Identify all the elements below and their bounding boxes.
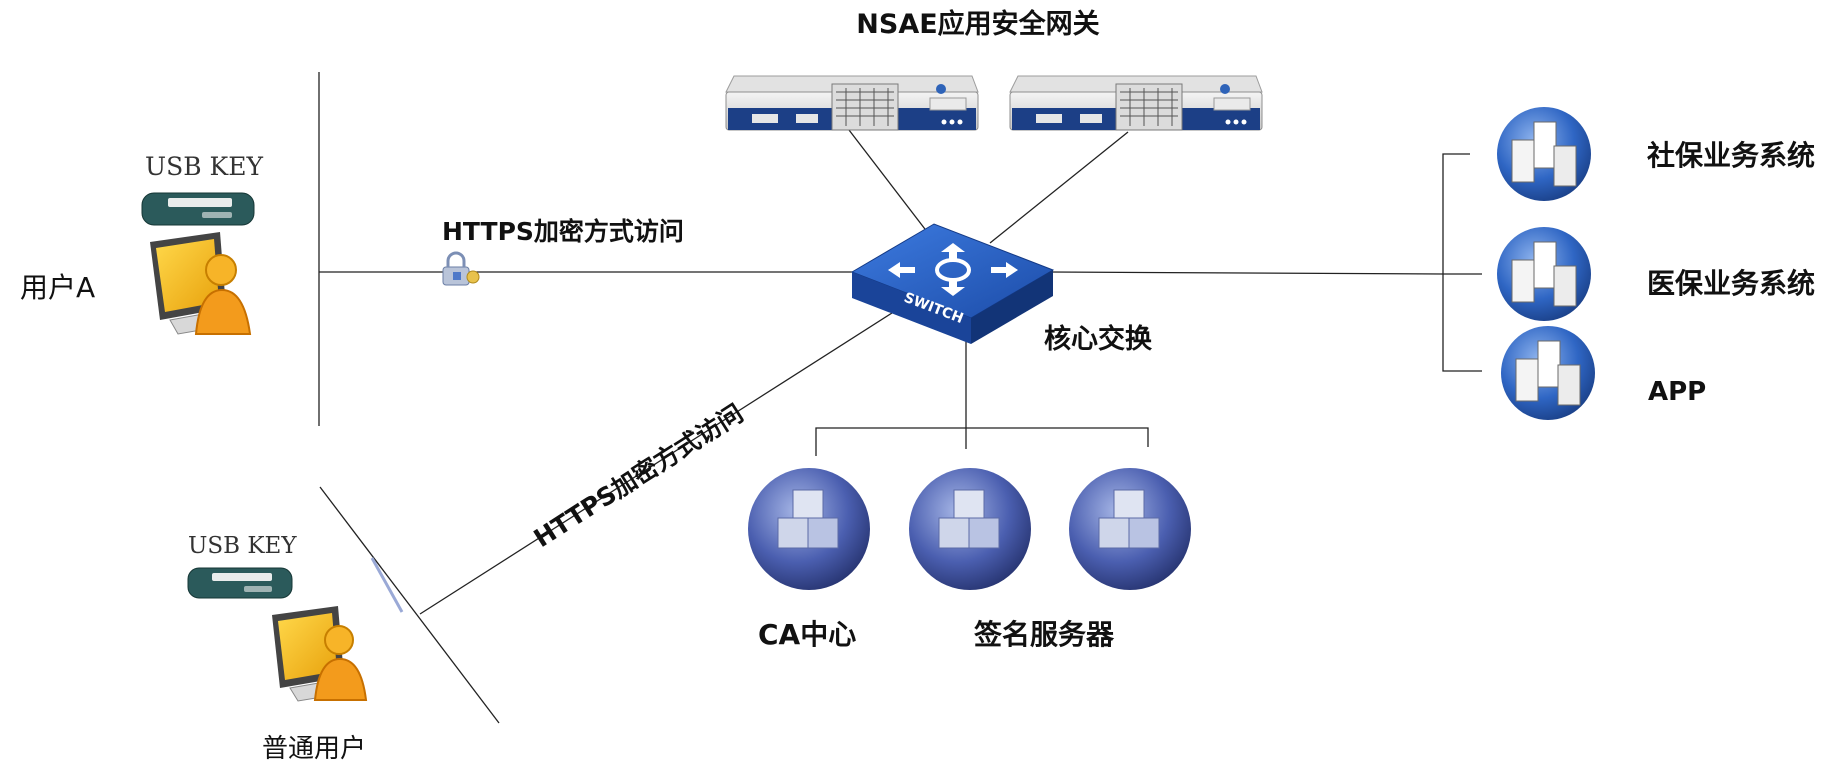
sign-server-icon-1 bbox=[909, 468, 1031, 590]
systems-bracket bbox=[1442, 153, 1482, 372]
server-icon-app bbox=[1501, 326, 1595, 420]
ordinary-user-to-switch-line bbox=[419, 312, 893, 615]
core-switch: SWITCH bbox=[850, 223, 1055, 344]
system-label-app: APP bbox=[1648, 377, 1706, 407]
server-icon-medical-insurance bbox=[1497, 227, 1591, 321]
ca-center-label: CA中心 bbox=[758, 618, 856, 651]
sign-server-label: 签名服务器 bbox=[974, 618, 1115, 651]
user-a-computer-icon bbox=[150, 232, 252, 335]
bus-highlight bbox=[370, 557, 404, 613]
usb-key-icon-ordinary bbox=[187, 567, 293, 599]
servers-bracket bbox=[815, 427, 1149, 456]
connection-lines bbox=[318, 72, 1482, 724]
diagram-title: NSAE应用安全网关 bbox=[856, 8, 1099, 40]
gateway-device-1 bbox=[725, 75, 979, 131]
system-label-social-security: 社保业务系统 bbox=[1647, 139, 1815, 172]
usb-key-label-a: USB KEY bbox=[145, 152, 263, 181]
server-icon-social-security bbox=[1497, 107, 1591, 201]
lock-icon bbox=[442, 251, 480, 286]
https-label-top: HTTPS加密方式访问 bbox=[442, 217, 684, 246]
gateway-device-2 bbox=[1009, 75, 1263, 131]
gateway1-to-switch-line bbox=[848, 129, 929, 234]
ordinary-user-computer-icon bbox=[272, 606, 368, 702]
usb-key-icon-a bbox=[141, 192, 255, 226]
sign-server-icon-2 bbox=[1069, 468, 1191, 590]
system-label-medical-insurance: 医保业务系统 bbox=[1647, 267, 1815, 300]
core-switch-caption: 核心交换 bbox=[1044, 323, 1153, 355]
ca-server-icon bbox=[748, 468, 870, 590]
ordinary-user-bus-line bbox=[319, 486, 500, 724]
usb-key-label-ordinary: USB KEY bbox=[188, 533, 297, 559]
user-a-label: 用户A bbox=[20, 271, 95, 304]
ordinary-user-label: 普通用户 bbox=[262, 734, 366, 764]
switch-arrows-icon bbox=[888, 243, 1018, 296]
https-label-diagonal: HTTPS加密方式访问 bbox=[529, 399, 749, 553]
gateway2-to-switch-line bbox=[989, 131, 1129, 244]
switch-to-systems-line bbox=[1049, 271, 1444, 275]
